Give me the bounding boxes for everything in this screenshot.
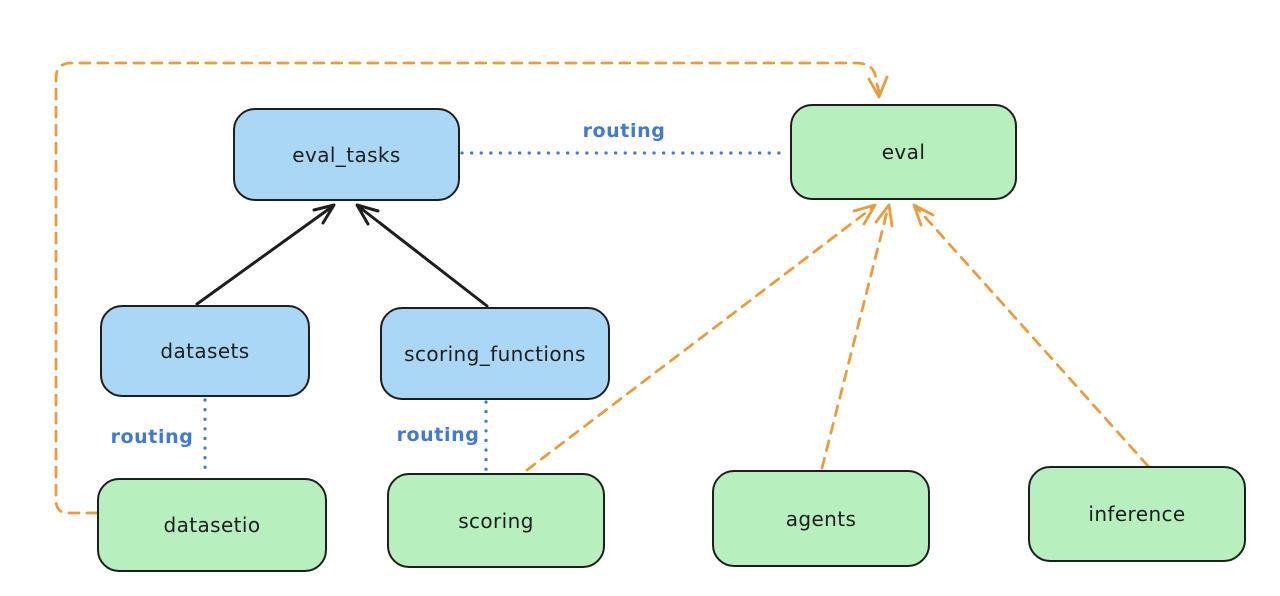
- edge-label-routing-scoring-functions-scoring: routing: [396, 424, 480, 446]
- arrowhead-scoring-to-eval: [852, 203, 877, 226]
- arrowhead-agents-to-eval: [874, 203, 894, 228]
- node-label: datasetio: [163, 513, 261, 537]
- edge-label-routing-datasets-datasetio: routing: [110, 426, 194, 448]
- arrowhead-datasetio-to-eval: [867, 75, 889, 99]
- node-label: inference: [1088, 502, 1186, 526]
- dashed-arrow-agents-to-eval: [820, 206, 890, 470]
- node-label: scoring: [458, 508, 534, 533]
- arrow-scoring-functions-to-eval-tasks: [356, 204, 489, 308]
- node-eval: eval: [790, 104, 1017, 200]
- dashed-arrow-scoring-to-eval: [525, 206, 874, 472]
- arrowhead-inference-to-eval: [912, 203, 935, 227]
- node-label: datasets: [160, 339, 250, 363]
- node-label: scoring_functions: [404, 341, 586, 366]
- arrow-datasets-to-eval-tasks: [195, 204, 335, 306]
- node-label: eval_tasks: [292, 142, 401, 167]
- node-datasets: datasets: [100, 305, 310, 397]
- dashed-arrow-inference-to-eval: [915, 206, 1150, 468]
- arrowhead-scoring-functions-to-eval-tasks: [355, 203, 380, 226]
- dashed-arrow-datasetio-to-eval: [54, 61, 881, 515]
- node-agents: agents: [712, 470, 930, 567]
- node-scoring-functions: scoring_functions: [380, 307, 610, 400]
- node-scoring: scoring: [387, 473, 605, 568]
- edge-label-routing-eval-tasks-eval: routing: [582, 120, 666, 142]
- node-datasetio: datasetio: [97, 478, 327, 572]
- arrowhead-datasets-to-eval-tasks: [312, 203, 336, 225]
- node-label: eval: [881, 140, 926, 164]
- node-label: agents: [785, 506, 857, 531]
- node-eval-tasks: eval_tasks: [233, 108, 460, 201]
- node-inference: inference: [1028, 466, 1246, 562]
